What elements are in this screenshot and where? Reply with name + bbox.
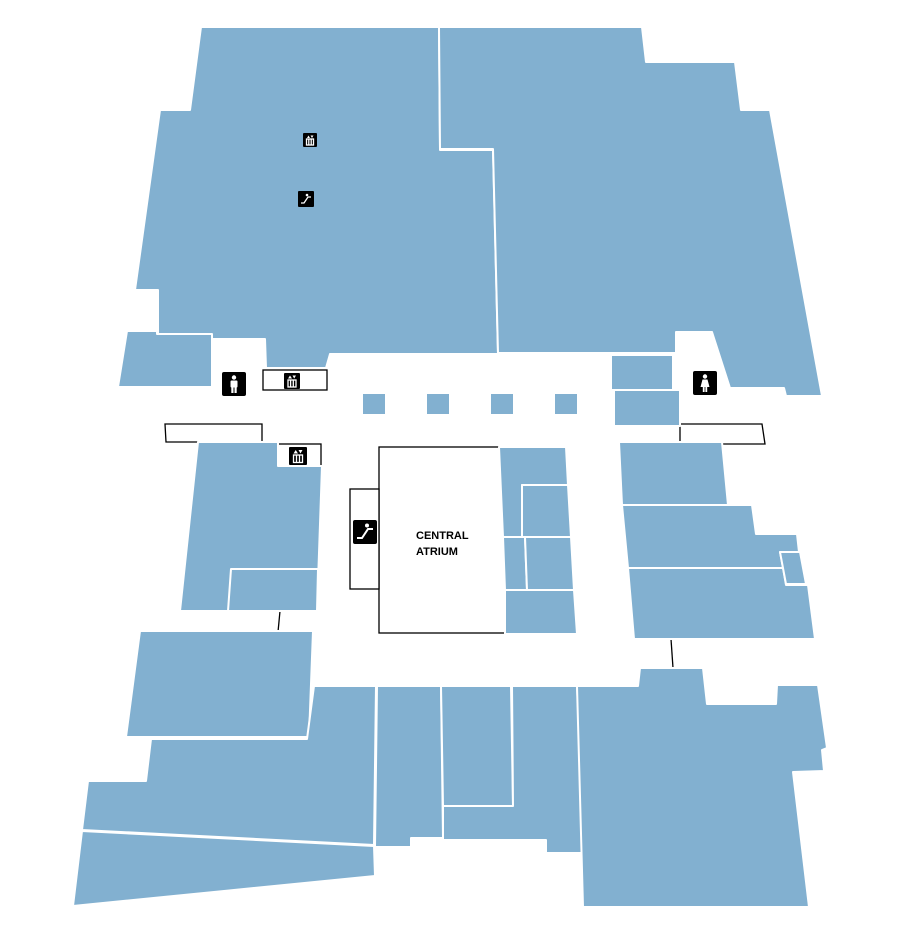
store-unit[interactable] bbox=[502, 536, 528, 591]
atrium-label-line-2: ATRIUM bbox=[416, 546, 458, 558]
store-unit[interactable] bbox=[618, 441, 729, 506]
store-unit[interactable] bbox=[521, 484, 572, 538]
store-unit[interactable] bbox=[576, 667, 828, 908]
store-unit[interactable] bbox=[117, 330, 213, 388]
map-icons bbox=[222, 133, 717, 544]
store-unit[interactable] bbox=[438, 26, 823, 397]
store-unit[interactable] bbox=[779, 551, 807, 585]
store-unit[interactable] bbox=[72, 830, 376, 907]
store-unit[interactable] bbox=[125, 630, 314, 738]
right-corridor-band bbox=[679, 423, 766, 445]
escalator-icon[interactable] bbox=[353, 520, 377, 544]
store-unit[interactable] bbox=[610, 354, 674, 391]
escalator-icon[interactable] bbox=[298, 191, 314, 207]
restroom-women-icon[interactable] bbox=[693, 371, 717, 395]
store-unit[interactable] bbox=[621, 504, 800, 569]
elevator-icon[interactable] bbox=[284, 373, 300, 389]
store-unit[interactable] bbox=[374, 685, 444, 848]
atrium-block bbox=[378, 446, 506, 634]
store-units bbox=[72, 26, 828, 908]
store-unit[interactable] bbox=[504, 589, 578, 635]
connector-line-right bbox=[670, 638, 674, 669]
store-unit[interactable] bbox=[81, 685, 377, 846]
kiosk[interactable] bbox=[361, 392, 387, 416]
elevator-icon[interactable] bbox=[303, 133, 317, 147]
connector-line-left bbox=[277, 610, 281, 633]
kiosk[interactable] bbox=[425, 392, 451, 416]
store-unit[interactable] bbox=[440, 685, 514, 807]
atrium-label: CENTRAL ATRIUM bbox=[416, 530, 471, 558]
elevator-icon[interactable] bbox=[289, 447, 307, 465]
kiosk[interactable] bbox=[553, 392, 579, 416]
store-unit[interactable] bbox=[613, 389, 681, 427]
left-corridor-band bbox=[164, 423, 263, 443]
atrium-label-line-1: CENTRAL bbox=[416, 530, 469, 542]
kiosk[interactable] bbox=[489, 392, 515, 416]
store-unit[interactable] bbox=[524, 536, 575, 591]
restroom-men-icon[interactable] bbox=[222, 372, 246, 396]
store-unit[interactable] bbox=[227, 568, 319, 612]
